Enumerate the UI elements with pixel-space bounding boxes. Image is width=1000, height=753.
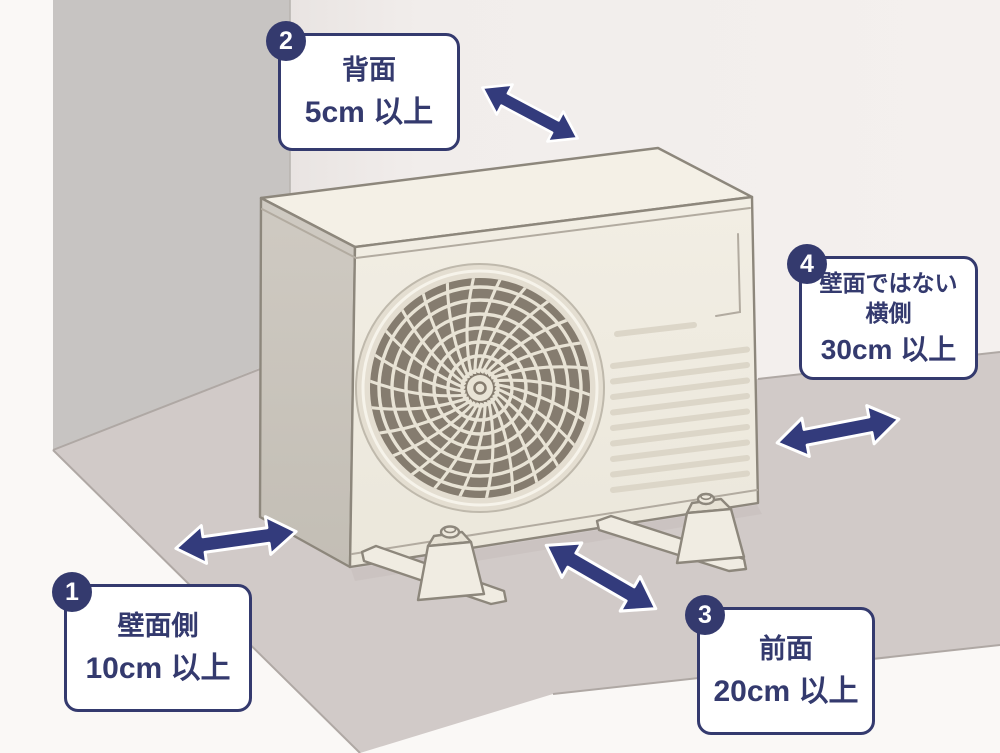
foot-pedestal: [416, 540, 486, 602]
label-value: 5cm 以上: [304, 95, 434, 129]
ac-outdoor-unit: [258, 146, 760, 569]
label-value: 30cm 以上: [820, 334, 957, 366]
label-value: 20cm 以上: [713, 674, 859, 708]
label-value: 10cm 以上: [85, 651, 231, 685]
unit-side-face: [258, 196, 357, 569]
lid-seam: [261, 207, 751, 260]
label-title-line2: 横側: [865, 299, 912, 326]
left-wall-base: [52, 365, 269, 451]
label-title-line1: 壁面ではない: [819, 270, 958, 296]
clearance-arrows: [174, 83, 901, 613]
foot-bolt-cap: [700, 492, 712, 501]
fan-grille: [355, 263, 605, 513]
panel-groove: [715, 233, 742, 317]
label-number-badge: 3: [685, 595, 725, 635]
open-side-clearance-arrow double-arrow-icon: [775, 404, 901, 458]
vent-slot-single: [614, 322, 697, 337]
back-clearance-arrow double-arrow-icon: [481, 83, 579, 143]
wall-side-clearance-arrow double-arrow-icon: [174, 515, 298, 565]
mounting-foot-right: [595, 492, 748, 573]
clearance-label-front: 3 前面 20cm 以上: [685, 595, 875, 735]
label-number-badge: 1: [52, 572, 92, 612]
bottom-seam: [351, 489, 758, 555]
label-number-badge: 2: [266, 21, 306, 61]
label-title: 前面: [759, 634, 813, 665]
left-wall: [53, 0, 290, 450]
foot-bolt-cap: [443, 525, 457, 534]
mounting-foot-left: [360, 525, 508, 606]
label-title: 背面: [342, 55, 396, 86]
vent-slots: [610, 346, 750, 493]
front-clearance-arrow double-arrow-icon: [544, 541, 658, 613]
clearance-label-back: 2 背面 5cm 以上: [266, 21, 460, 151]
clearance-label-open-side: 4 壁面ではない 横側 30cm 以上: [787, 244, 978, 380]
clearance-label-wall-side: 1 壁面側 10cm 以上: [52, 572, 252, 712]
label-title: 壁面側: [117, 611, 199, 642]
grille-spokes: [370, 278, 590, 498]
foot-pedestal: [675, 507, 746, 565]
label-number-badge: 4: [787, 244, 827, 284]
